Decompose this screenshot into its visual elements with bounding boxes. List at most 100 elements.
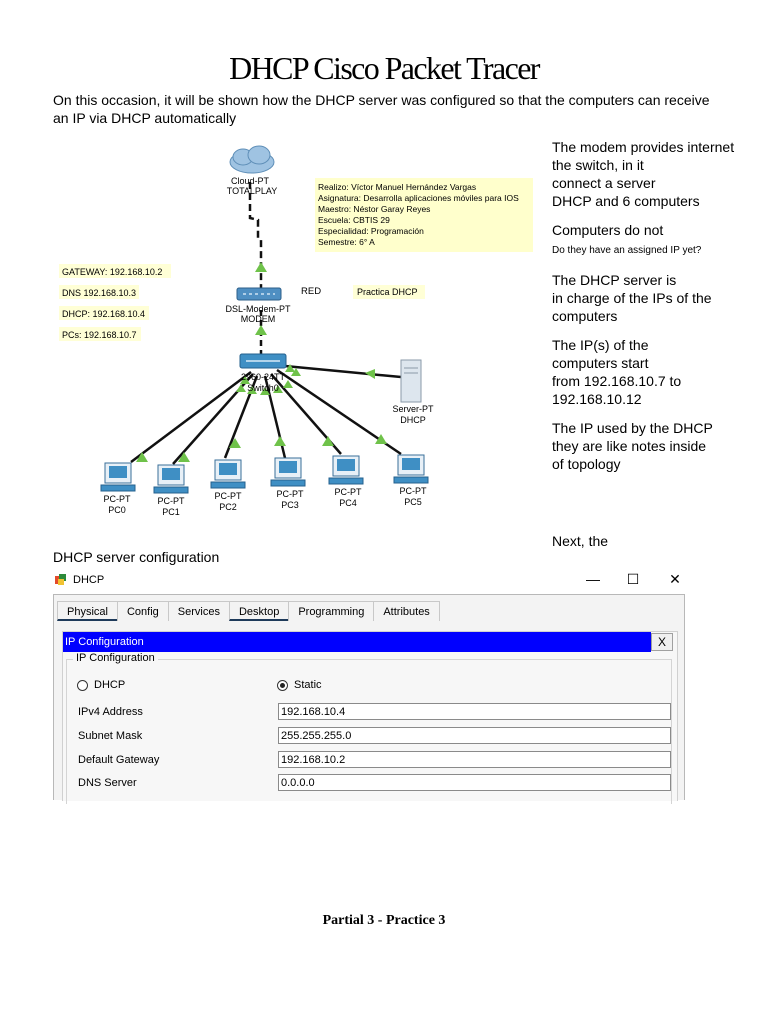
tab-programming[interactable]: Programming <box>288 601 375 621</box>
switch-name-label: Switch0 <box>247 383 279 393</box>
status-up-icon <box>322 436 334 446</box>
close-window-button[interactable]: ✕ <box>669 571 681 587</box>
server-name-label: DHCP <box>400 415 426 425</box>
panel-close-button[interactable]: X <box>651 633 673 651</box>
info-line: Realizo: Víctor Manuel Hernández Vargas <box>318 182 476 192</box>
dns-server-input[interactable]: 0.0.0.0 <box>278 774 671 791</box>
modem-name-label: MODEM <box>241 314 276 324</box>
link-switch-server <box>284 364 402 379</box>
status-up-icon <box>260 387 270 395</box>
status-up-icon <box>255 262 267 272</box>
group-label: IP Configuration <box>73 652 158 664</box>
maximize-button[interactable]: ☐ <box>626 571 640 587</box>
link-switch-pc0 <box>130 371 252 463</box>
explanation-notes: The modem provides internet the switch, … <box>552 138 764 549</box>
pc-device: PC-PT PC2 <box>210 459 246 512</box>
static-radio[interactable]: Static <box>277 679 322 691</box>
info-line: Especialidad: Programación <box>318 226 424 236</box>
network-topology: Cloud-PT TOTALPLAY Realizo: Víctor Manue… <box>59 145 533 517</box>
page-footer: Partial 3 - Practice 3 <box>322 913 446 928</box>
pc-device: PC-PT PC1 <box>153 464 189 517</box>
server-type-label: Server-PT <box>392 404 434 414</box>
intro-paragraph: On this occasion, it will be shown how t… <box>53 92 710 126</box>
pc-name-label: PC5 <box>404 497 422 507</box>
status-up-icon <box>274 436 286 446</box>
status-up-icon <box>365 369 375 379</box>
pc-type-label: PC-PT <box>277 489 305 499</box>
tab-physical[interactable]: Physical <box>57 601 118 621</box>
status-up-icon <box>247 386 257 394</box>
info-line: Maestro: Néstor Garay Reyes <box>318 204 430 214</box>
cloud-type-label: Cloud-PT <box>231 176 270 186</box>
radio-selected-icon <box>277 679 288 691</box>
device-tabs: Physical Config Services Desktop Program… <box>57 601 440 621</box>
subnet-mask-label: Subnet Mask <box>78 730 143 742</box>
dhcp-radio[interactable]: DHCP <box>77 679 125 691</box>
ipv4-address-label: IPv4 Address <box>78 706 143 718</box>
pc-device: PC-PT PC5 <box>393 454 429 507</box>
note-modem: The modem provides internet the switch, … <box>552 139 735 209</box>
pc-name-label: PC4 <box>339 498 357 508</box>
cloud-name-label: TOTALPLAY <box>227 186 278 196</box>
dhcp-note: DHCP: 192.168.10.4 <box>62 309 145 319</box>
dhcp-window: DHCP — ☐ ✕ Physical Config Services Desk… <box>53 570 685 804</box>
config-heading: DHCP server configuration <box>53 549 220 565</box>
pcs-note: PCs: 192.168.10.7 <box>62 330 137 340</box>
radio-unselected-icon <box>77 679 88 691</box>
page-title: DHCP Cisco Packet Tracer <box>229 50 540 86</box>
dns-note: DNS 192.168.10.3 <box>62 288 136 298</box>
note-ip-range: The IP(s) of the computers start from 19… <box>552 337 682 407</box>
status-up-icon <box>255 325 267 335</box>
tab-attributes[interactable]: Attributes <box>373 601 440 621</box>
status-up-icon <box>236 384 246 392</box>
status-up-icon <box>283 380 293 388</box>
panel-title-bar: IP Configuration <box>63 632 651 652</box>
practice-label: Practica DHCP <box>357 287 418 297</box>
pc-device: PC-PT PC4 <box>328 455 364 508</box>
switch-device: 2960-24TT Switch0 <box>239 353 287 393</box>
status-up-icon <box>291 368 301 376</box>
pc-device: PC-PT PC3 <box>270 457 306 510</box>
note-dhcp-server: The DHCP server is in charge of the IPs … <box>552 272 712 324</box>
minimize-button[interactable]: — <box>586 571 600 587</box>
modem-type-label: DSL-Modem-PT <box>225 304 291 314</box>
pc-type-label: PC-PT <box>400 486 428 496</box>
ip-configuration-panel: IP Configuration X IP Configuration DHCP… <box>62 631 678 804</box>
pc-device: PC-PT PC0 <box>100 462 136 515</box>
subnet-mask-input[interactable]: 255.255.255.0 <box>278 727 671 744</box>
pc-type-label: PC-PT <box>335 487 363 497</box>
cloud-device: Cloud-PT TOTALPLAY <box>227 145 278 196</box>
pc-type-label: PC-PT <box>215 491 243 501</box>
info-line: Semestre: 6° A <box>318 237 375 247</box>
gateway-note: GATEWAY: 192.168.10.2 <box>62 267 162 277</box>
dns-server-label: DNS Server <box>78 777 137 789</box>
status-up-icon <box>136 452 148 462</box>
ip-notes: GATEWAY: 192.168.10.2 DNS 192.168.10.3 D… <box>59 264 171 341</box>
default-gateway-input[interactable]: 192.168.10.2 <box>278 751 671 768</box>
window-title: DHCP <box>73 574 105 586</box>
ip-configuration-group: IP Configuration DHCP Static IPv4 Addres… <box>66 652 672 804</box>
ipv4-address-input[interactable]: 192.168.10.4 <box>278 703 671 720</box>
note-topology-notes: The IP used by the DHCP they are like no… <box>552 420 713 472</box>
tab-services[interactable]: Services <box>167 601 230 621</box>
status-up-icon <box>229 438 241 448</box>
modem-device: DSL-Modem-PT MODEM <box>225 287 291 324</box>
server-device: Server-PT DHCP <box>392 359 434 425</box>
link-cloud-modem <box>248 182 263 292</box>
status-up-icon <box>273 385 283 393</box>
modem-icon <box>236 287 282 301</box>
device-panel: Physical Config Services Desktop Program… <box>53 594 685 804</box>
note-no-ip: Computers do not Do they have an assigne… <box>552 222 702 256</box>
pc-name-label: PC2 <box>219 502 237 512</box>
status-up-icon <box>240 376 250 384</box>
note-next: Next, the <box>552 533 609 549</box>
tab-config[interactable]: Config <box>116 601 169 621</box>
info-line: Asignatura: Desarrolla aplicaciones móvi… <box>318 193 519 203</box>
packet-tracer-icon <box>55 574 66 585</box>
default-gateway-label: Default Gateway <box>78 754 160 766</box>
status-up-icon <box>178 452 190 462</box>
pc-name-label: PC0 <box>108 505 126 515</box>
status-up-icon <box>285 364 295 372</box>
red-label: RED <box>301 286 321 297</box>
tab-desktop[interactable]: Desktop <box>228 601 290 621</box>
